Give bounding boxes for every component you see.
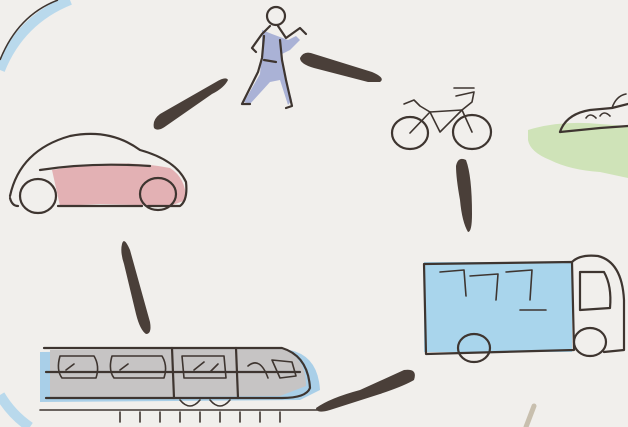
connector-car-train (121, 241, 151, 334)
connector-car-walker (153, 78, 228, 130)
walking-person-icon (240, 5, 308, 110)
train-icon (39, 346, 320, 423)
ground-stroke-decoration (523, 403, 537, 427)
car-icon (8, 132, 188, 215)
boat-icon (528, 93, 628, 178)
connector-bike-truck (456, 158, 472, 232)
bicycle-icon (390, 87, 493, 151)
corner-arc-decoration (0, 0, 72, 427)
connector-walker-bike (300, 52, 382, 82)
truck-icon (422, 254, 626, 364)
connector-strokes (121, 52, 472, 412)
connector-train-truck (316, 369, 415, 412)
